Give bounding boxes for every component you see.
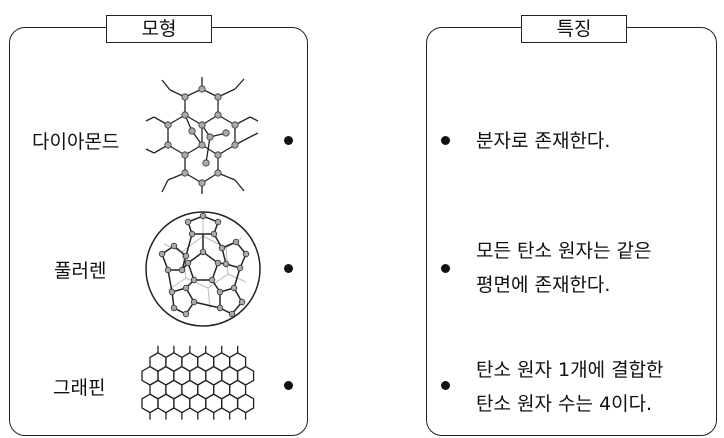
model-dot-graphene[interactable] (284, 381, 293, 390)
feature-3-line-2: 탄소 원자 수는 4이다. (476, 393, 653, 415)
feature-1-line-1: 분자로 존재한다. (476, 130, 611, 152)
graphene-structure-icon (141, 345, 255, 420)
feature-2: 모든 탄소 원자는 같은 평면에 존재한다. (476, 234, 651, 302)
feature-dot-2[interactable] (441, 264, 450, 273)
feature-3-line-1: 탄소 원자 1개에 결합한 (476, 359, 664, 381)
model-dot-diamond[interactable] (284, 136, 293, 145)
feature-dot-1[interactable] (441, 136, 450, 145)
model-label-graphene: 그래핀 (53, 377, 106, 399)
feature-dot-3[interactable] (441, 381, 450, 390)
diamond-structure-icon (145, 77, 259, 194)
features-panel: 특징 (426, 15, 717, 436)
fullerene-structure-icon (145, 211, 261, 327)
feature-1: 분자로 존재한다. (476, 124, 610, 158)
model-label-diamond: 다이아몬드 (32, 131, 120, 153)
feature-2-line-2: 평면에 존재한다. (476, 274, 611, 296)
feature-3: 탄소 원자 1개에 결합한 탄소 원자 수는 4이다. (476, 353, 664, 421)
feature-2-line-1: 모든 탄소 원자는 같은 (476, 240, 652, 262)
models-panel: 모형 (9, 15, 308, 436)
model-dot-fullerene[interactable] (284, 264, 293, 273)
model-label-fullerene: 풀러렌 (54, 260, 107, 282)
features-panel-title: 특징 (521, 15, 627, 43)
models-panel-title: 모형 (106, 15, 212, 43)
